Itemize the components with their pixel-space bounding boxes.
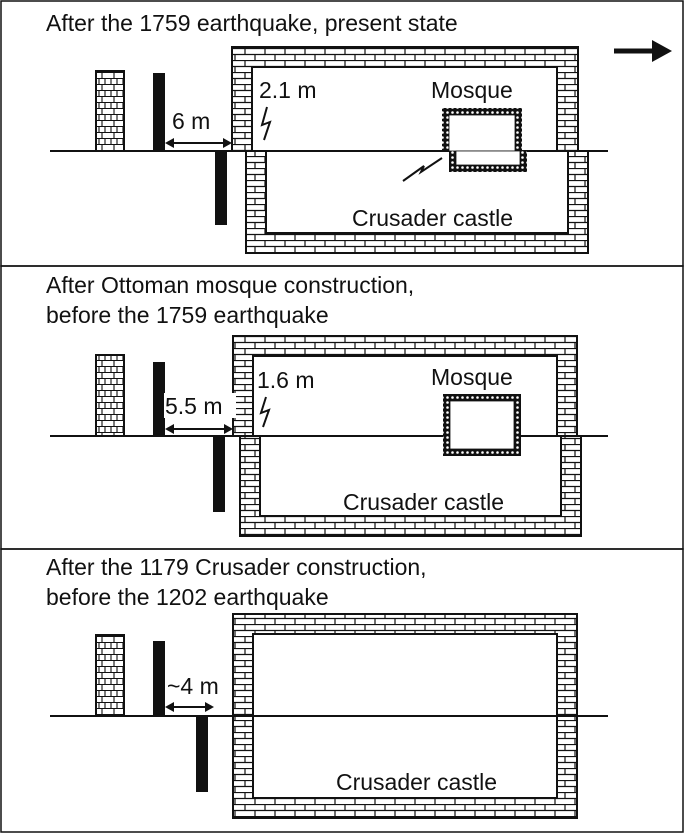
lightning-zigzag-icon: [259, 396, 271, 428]
mosque: [442, 108, 527, 172]
lightning-zigzag-icon: [402, 157, 443, 182]
panel-title-line-1: After Ottoman mosque construction,: [46, 272, 414, 298]
wall-north: [153, 362, 165, 436]
gap-arrow: [165, 702, 214, 712]
panel-title: After the 1759 earthquake, present state: [46, 10, 458, 36]
panel-title-line-1: After the 1179 Crusader construction,: [46, 554, 427, 580]
arrow-right-icon: [614, 40, 672, 62]
gap-label: ~4 m: [167, 673, 219, 699]
castle-label: Crusader castle: [336, 769, 497, 795]
brick-pillar: [95, 70, 125, 152]
wall-south: [213, 436, 225, 512]
panel-title-line-2: before the 1202 earthquake: [46, 584, 329, 610]
wall-north: [153, 641, 165, 716]
mosque-label: Mosque: [431, 364, 513, 390]
panel-present-state: After the 1759 earthquake, present state…: [0, 0, 684, 267]
gap-label: 5.5 m: [165, 393, 223, 419]
brick-pillar: [95, 354, 125, 437]
offset-label: 2.1 m: [259, 77, 317, 103]
brick-pillar: [95, 634, 125, 717]
panel-frame: [0, 548, 684, 833]
castle-label: Crusader castle: [343, 489, 504, 515]
gap-arrow: [165, 138, 232, 148]
castle-lower-block: [245, 150, 589, 254]
wall-south: [196, 716, 208, 792]
lightning-zigzag-icon: [260, 106, 272, 141]
castle-lower-block: [239, 435, 582, 537]
panel-before-1202: After the 1179 Crusader construction, be…: [0, 548, 684, 833]
gap-arrow: [165, 424, 233, 434]
castle-label: Crusader castle: [352, 205, 513, 231]
mosque-label: Mosque: [431, 77, 513, 103]
gap-label: 6 m: [172, 108, 210, 134]
offset-label: 1.6 m: [257, 367, 315, 393]
panel-title-line-2: before the 1759 earthquake: [46, 302, 329, 328]
wall-south: [215, 151, 227, 225]
mosque: [443, 394, 521, 456]
panel-before-1759: After Ottoman mosque construction, befor…: [0, 265, 684, 550]
wall-north: [153, 73, 165, 151]
